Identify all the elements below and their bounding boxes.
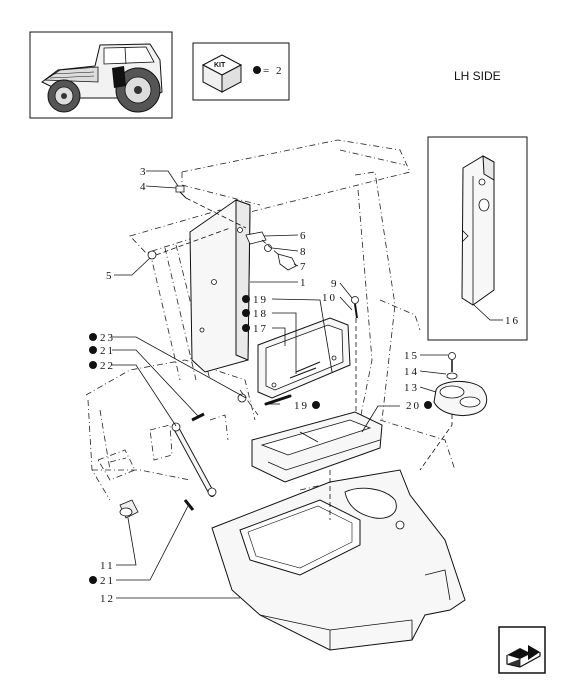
bullet-dot-icon [242, 309, 250, 317]
bullet-dot-icon [89, 333, 97, 341]
callout-6: 6 [300, 230, 308, 242]
callout-19-lower: 19 [294, 400, 309, 412]
callout-20: 20 [406, 400, 421, 412]
callout-23: 23 [100, 332, 115, 344]
part-7-latch [277, 253, 297, 271]
callout-10: 10 [322, 292, 337, 304]
callout-22: 22 [100, 360, 115, 372]
part-5-screw [147, 250, 157, 260]
kit-icon-label: KIT [214, 62, 226, 69]
callout-18: 18 [253, 308, 268, 320]
part-11-bushing [119, 499, 139, 519]
part-21-pin [183, 412, 205, 511]
storage-tray [251, 411, 383, 483]
callout-4: 4 [140, 181, 148, 193]
part-19-strip [264, 394, 292, 406]
part-17-lid-frame [257, 317, 351, 399]
bullet-dot-icon [89, 576, 97, 584]
callout-labels: 3 4 5 6 8 7 1 9 10 19 18 17 23 21 22 19 … [89, 166, 432, 605]
inset-detail-box: 16 [427, 136, 528, 341]
part-15-screw [448, 352, 456, 372]
part-22-fixing [237, 393, 247, 403]
part-6-clip [245, 231, 267, 245]
callout-9: 9 [331, 278, 339, 290]
bullet-dot-icon [242, 324, 250, 332]
callout-11: 11 [100, 560, 115, 572]
kit-reference-text: = 2 [263, 65, 283, 77]
part-16-bracket [461, 155, 495, 306]
callout-19: 19 [253, 294, 268, 306]
callout-21: 21 [100, 345, 115, 357]
callout-7: 7 [300, 261, 308, 273]
bullet-dot-icon [89, 361, 97, 369]
kit-box-icon: KIT [201, 54, 243, 93]
bullet-dot-icon [312, 401, 320, 409]
bullet-dot-icon [89, 346, 97, 354]
callout-17: 17 [253, 323, 268, 335]
part-12-console-panel [211, 469, 466, 651]
callout-16: 16 [505, 315, 520, 327]
part-13-cup-holder [433, 381, 488, 416]
part-23-gas-strut [171, 422, 217, 497]
callout-8: 8 [300, 246, 308, 258]
part-14-washer [446, 372, 458, 380]
callout-5: 5 [106, 270, 114, 282]
callout-14: 14 [404, 366, 419, 378]
bullet-dot-icon [242, 295, 250, 303]
tractor-thumbnail-icon [29, 31, 173, 119]
next-page-arrow-icon[interactable] [498, 626, 546, 674]
part-9-screw [351, 296, 359, 319]
callout-15: 15 [404, 350, 419, 362]
callout-1: 1 [300, 277, 308, 289]
callout-13: 13 [404, 382, 419, 394]
bullet-dot-icon [424, 401, 432, 409]
part-4-screw [175, 185, 187, 199]
leader-lines [112, 170, 448, 599]
part-1-side-panel [189, 199, 251, 373]
kit-reference-box: KIT = 2 [192, 42, 290, 101]
callout-12: 12 [100, 593, 115, 605]
side-label: LH SIDE [454, 69, 501, 83]
callout-21-lower: 21 [100, 575, 115, 587]
bullet-dot-icon [253, 66, 261, 74]
callout-3: 3 [140, 166, 148, 178]
